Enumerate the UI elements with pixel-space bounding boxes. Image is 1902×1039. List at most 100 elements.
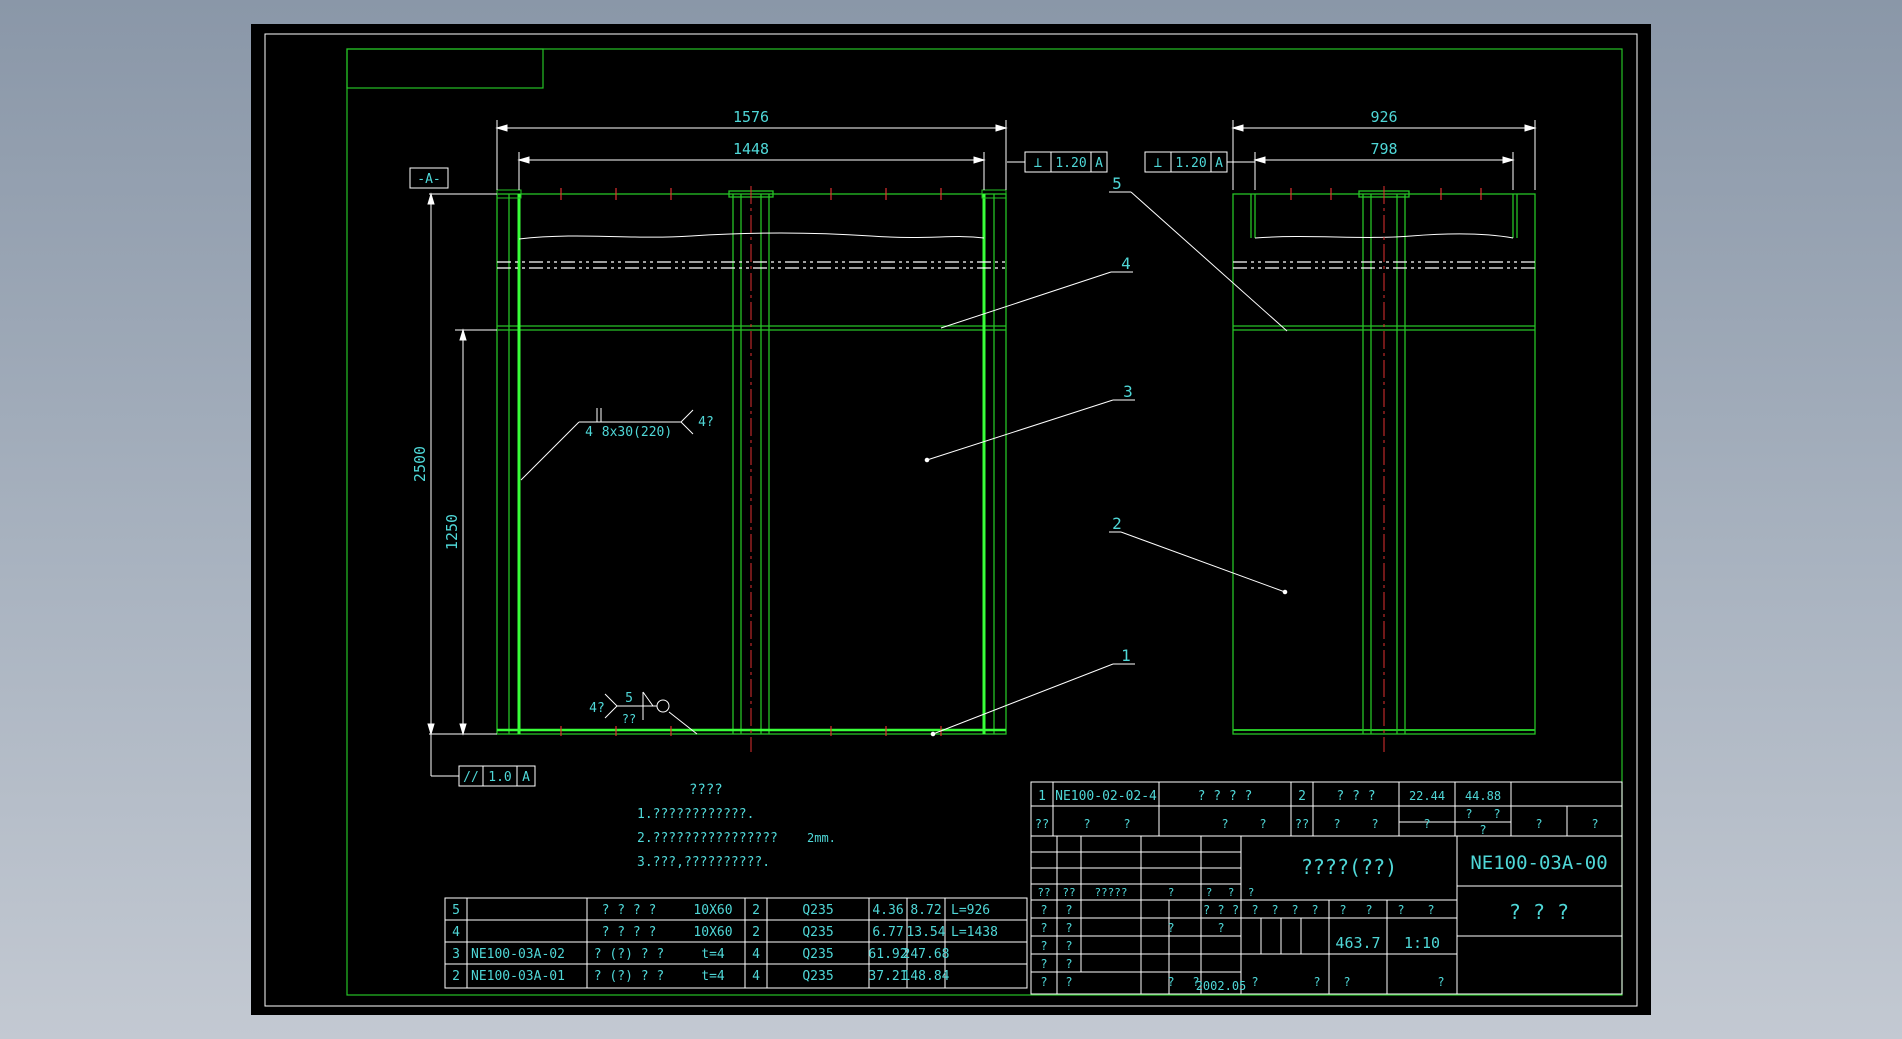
tb-stage-label: ? (1311, 903, 1318, 917)
bom-cell-name: ? ? ? ? (602, 903, 657, 918)
weld-fillet-prefix: 4 (585, 425, 593, 440)
bom-cell-material: Q235 (802, 925, 833, 940)
bom-cell-unit_wt: 61.92 (868, 947, 907, 962)
tb-row1-material: ? ? ? (1336, 789, 1375, 804)
title-block-signatures: ???????????????????????? ? ?????????????… (1037, 886, 1444, 989)
tb-left-cell: ? (1065, 939, 1072, 953)
bom-cell-unit_wt: 6.77 (872, 925, 903, 940)
tb-row1-no: 1 (1038, 789, 1046, 804)
front-bolt-marks (560, 188, 942, 736)
tb-bottom-cell: ? (1437, 975, 1444, 989)
tb-hdr-cell: ? (1371, 817, 1378, 831)
notes-title: ???? (689, 782, 723, 798)
bom-cell-spec: t=4 (701, 969, 725, 984)
weld-groove-top: 5 (625, 691, 633, 706)
note-3: 3.???,??????????. (637, 855, 770, 870)
tb-hdr-cell: ? (1465, 807, 1472, 821)
balloon-5: 5 (1112, 174, 1122, 193)
technical-notes: ???? 1.????????????. 2.???????????????? … (637, 782, 836, 870)
balloon-3: 3 (1123, 382, 1133, 401)
tb-left-cell: ? (1040, 975, 1047, 989)
tb-left-cell: ? (1040, 903, 1047, 917)
engineering-drawing: 1576 1448 926 798 2500 1250 -A- ⊥ 1.20 A… (264, 33, 1638, 1007)
bom-cell-remark: L=1438 (951, 925, 998, 940)
bom-cell-material: Q235 (802, 903, 833, 918)
side-bolt-marks (1290, 188, 1482, 200)
tb-left-cell: ? (1065, 957, 1072, 971)
tb-stage-label: ? (1427, 903, 1434, 917)
tb-sig-cell: ?? (1037, 886, 1050, 899)
bom-cell-qty: 4 (752, 969, 760, 984)
tb-stage-label: ? (1271, 903, 1278, 917)
bom-cell-name: ? ? ? ? (602, 925, 657, 940)
bom-cell-spec: 10X60 (693, 903, 732, 918)
tb-left-cell: ? ? ? (1203, 903, 1239, 917)
drawing-number: NE100-03A-00 (1470, 852, 1607, 874)
tol-front-datum: A (1095, 156, 1103, 171)
tb-bottom-cell: ? (1313, 975, 1320, 989)
bom-cell-no: 5 (452, 903, 460, 918)
bom-cell-total_wt: 8.72 (910, 903, 941, 918)
bom-cell-unit_wt: 4.36 (872, 903, 903, 918)
dim-front-inner: 1448 (733, 140, 769, 158)
bom-cell-remark: L=926 (951, 903, 990, 918)
tol-side-value: 1.20 (1175, 156, 1206, 171)
tolerance-front (1007, 151, 1108, 173)
tb-hdr-cell: ? (1535, 817, 1542, 831)
note-1: 1.????????????. (637, 807, 754, 822)
tb-sig-cell: ????? (1094, 886, 1127, 899)
balloon-1: 1 (1121, 646, 1131, 665)
tb-sig-cell: ? (1248, 886, 1255, 899)
tb-hdr-cell: ? (1591, 817, 1598, 831)
tb-hdr-cell: ?? (1295, 817, 1309, 831)
tb-row1-unit-wt: 22.44 (1409, 789, 1445, 803)
tb-left-cell: ? (1192, 975, 1199, 989)
bom-cell-total_wt: 148.84 (903, 969, 950, 984)
tb-row1-total-wt: 44.88 (1465, 789, 1501, 803)
tb-left-cell: ? (1065, 921, 1072, 935)
tb-stage-label: ? (1339, 903, 1346, 917)
tb-stage-label: ? (1251, 903, 1258, 917)
balloon-leaders (924, 191, 1288, 737)
tb-sig-cell: ? (1206, 886, 1213, 899)
tol-side-datum: A (1215, 156, 1223, 171)
tb-left-cell: ? (1167, 975, 1174, 989)
bom-cell-name: ? (?) ? ? (594, 947, 664, 962)
tol-side-symbol: ⊥ (1154, 155, 1162, 171)
dim-height-total: 2500 (411, 446, 429, 482)
bom-cell-no: 3 (452, 947, 460, 962)
tol-front-symbol: ⊥ (1034, 155, 1042, 171)
tb-sig-cell: ?? (1062, 886, 1075, 899)
bom-cell-code: NE100-03A-02 (471, 947, 565, 962)
datum-a-box: -A- (409, 167, 449, 189)
tb-hdr-cell: ? (1259, 817, 1266, 831)
note-2-value: 2mm. (807, 831, 836, 845)
tb-bottom-cell: ? (1251, 975, 1258, 989)
tb-left-cell: ? (1217, 921, 1224, 935)
tb-hdr-cell: ? (1493, 807, 1500, 821)
tb-left-cell: ? (1040, 939, 1047, 953)
bom-cell-total_wt: 247.68 (903, 947, 950, 962)
drawing-weight: 463.7 (1335, 934, 1380, 952)
dimension-lines (427, 120, 1537, 777)
company-name: ????(??) (1301, 855, 1397, 879)
bom-cell-spec: t=4 (701, 947, 725, 962)
bom-cell-material: Q235 (802, 969, 833, 984)
bom-cell-qty: 2 (752, 903, 760, 918)
tol-parallel-datum: A (522, 770, 530, 785)
cad-viewport[interactable]: 1576 1448 926 798 2500 1250 -A- ⊥ 1.20 A… (251, 24, 1651, 1015)
drawing-date: 2002.05 (1196, 979, 1247, 993)
tb-row1-code: NE100-02-02-4 (1055, 789, 1157, 804)
bom-cell-name: ? (?) ? ? (594, 969, 664, 984)
bom-cell-no: 4 (452, 925, 460, 940)
weld-groove-bottom: ?? (622, 712, 636, 726)
sheet-border (264, 33, 1638, 1007)
datum-label: -A- (417, 172, 440, 187)
bom-cell-unit_wt: 37.21 (868, 969, 907, 984)
weld-groove-left: 4? (589, 701, 605, 716)
tb-stage-label: ? (1397, 903, 1404, 917)
tb-left-cell: ? (1065, 975, 1072, 989)
weld-groove-symbol (604, 691, 698, 735)
tol-parallel-symbol: // (463, 770, 479, 785)
